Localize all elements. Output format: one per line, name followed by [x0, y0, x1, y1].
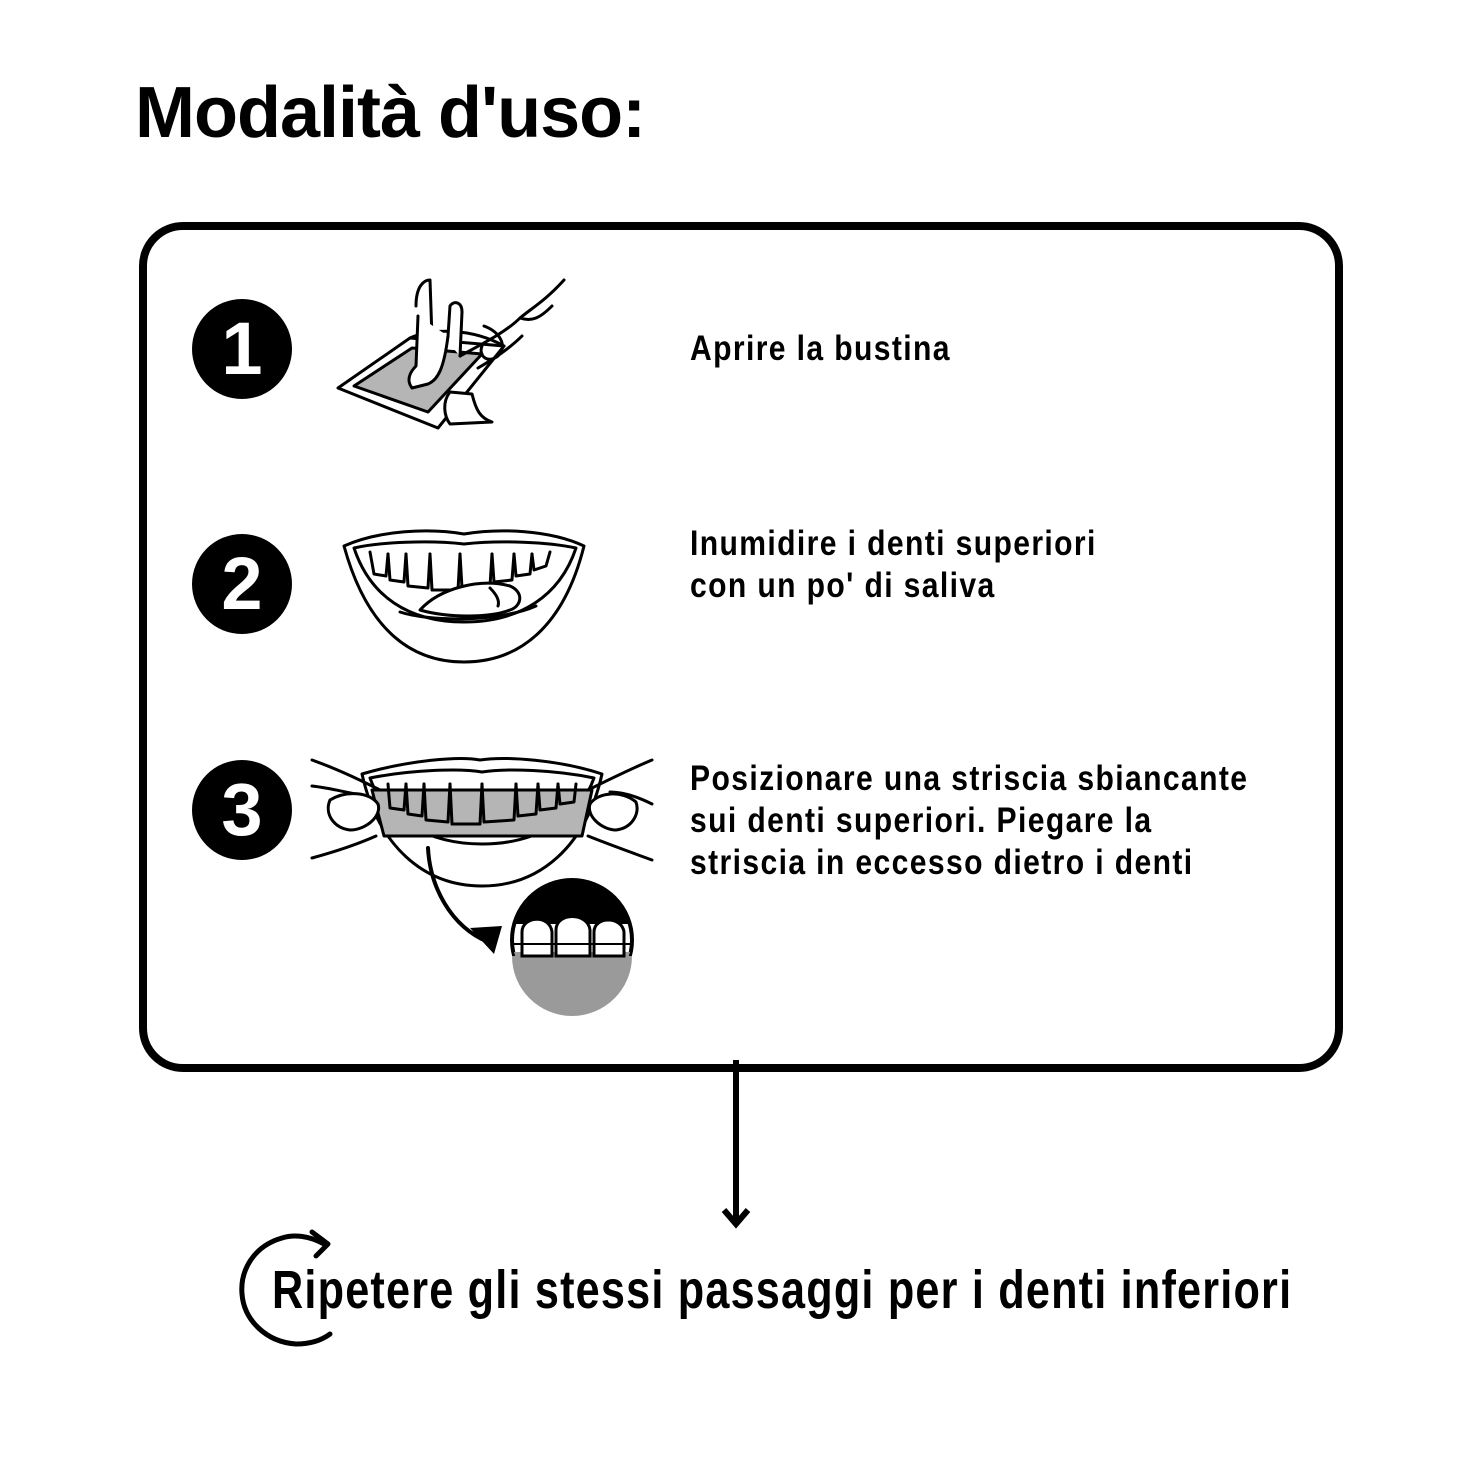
footer-note: Ripetere gli stessi passaggi per i denti…	[272, 1260, 1293, 1320]
step-1-line-1: Aprire la bustina	[690, 329, 951, 368]
step-2-line-2: con un po' di saliva	[690, 566, 996, 605]
moisten-teeth-icon	[342, 529, 586, 664]
repeat-arrow-icon	[239, 1229, 333, 1347]
apply-strip-icon	[310, 757, 654, 1016]
step-3-line-2: sui denti superiori. Piegare la	[690, 801, 1153, 840]
step-2-number-badge: 2	[192, 534, 292, 634]
step-3-number-badge: 3	[192, 760, 292, 860]
page-title: Modalità d'uso:	[135, 73, 646, 153]
step-3-line-3: striscia in eccesso dietro i denti	[690, 843, 1194, 882]
step-1-text: Aprire la bustina	[690, 328, 951, 370]
step-3-text: Posizionare una striscia sbiancante sui …	[690, 758, 1248, 884]
instructions-panel	[139, 222, 1343, 1072]
step-2-text: Inumidire i denti superiori con un po' d…	[690, 523, 1097, 607]
step-1-number-badge: 1	[192, 299, 292, 399]
step-3-line-1: Posizionare una striscia sbiancante	[690, 759, 1249, 798]
open-sachet-icon	[336, 278, 566, 430]
down-arrow-icon	[721, 1060, 751, 1229]
step-2-line-1: Inumidire i denti superiori	[690, 524, 1097, 563]
